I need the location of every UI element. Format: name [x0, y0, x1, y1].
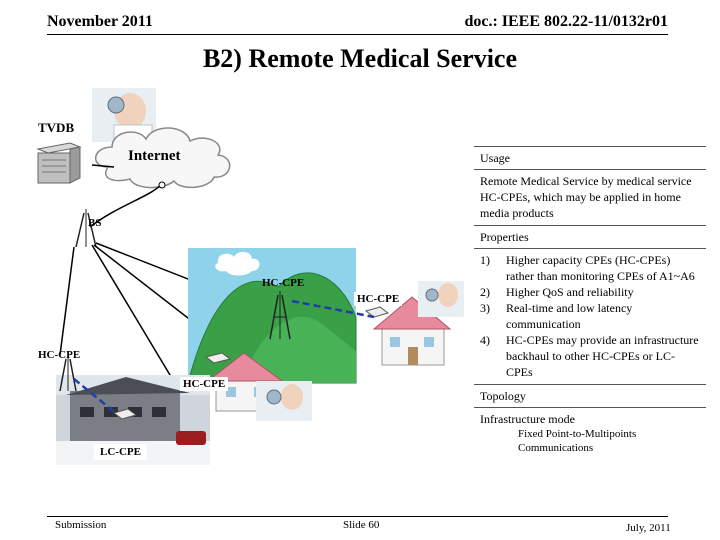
tvdb-server-icon — [36, 142, 82, 184]
header-date: November 2011 — [47, 13, 153, 30]
hc-cpe-tower-icon — [269, 291, 291, 340]
tvdb-label: TVDB — [38, 120, 75, 135]
list-item: 3)Real-time and low latency communicatio… — [480, 301, 633, 331]
properties-list: 1)Higher capacity CPEs (HC-CPEs) rather … — [474, 249, 706, 384]
doctor-photo-right — [418, 281, 464, 317]
internet-cloud-icon — [95, 127, 231, 189]
lc-cpe-label: LC-CPE — [94, 444, 147, 460]
topology-heading: Topology — [474, 384, 706, 408]
list-item: 1)Higher capacity CPEs (HC-CPEs) rather … — [480, 253, 695, 283]
info-panel: Usage Remote Medical Service by medical … — [474, 146, 706, 459]
cpe-device-lc — [112, 408, 138, 420]
hc-cpe-bottom-label: HC-CPE — [180, 377, 229, 391]
hc-cpe-left-tower-icon — [59, 355, 77, 392]
doctor-photo-middle — [256, 381, 312, 421]
usage-text: Remote Medical Service by medical servic… — [480, 174, 692, 220]
bs-tower-icon — [75, 209, 97, 248]
hc-cpe-house-label: HC-CPE — [354, 292, 403, 306]
topology-text: Infrastructure mode Fixed Point-to-Multi… — [474, 408, 706, 459]
doctor-photo-top — [92, 88, 156, 143]
properties-heading: Properties — [474, 225, 706, 249]
header-doc-id: doc.: IEEE 802.22-11/0132r01 — [464, 13, 668, 30]
footer-date: July, 2011 — [626, 522, 671, 534]
topology-mode: Infrastructure mode — [480, 412, 575, 426]
header-rule — [47, 34, 668, 35]
cpe-device-right — [364, 306, 390, 318]
hc-cpe-left-label: HC-CPE — [38, 349, 81, 361]
footer-slide-number: Slide 60 — [343, 519, 380, 531]
hc-cpe-tower-label: HC-CPE — [262, 277, 305, 289]
usage-heading: Usage — [474, 146, 706, 170]
network-diagram — [36, 88, 464, 465]
list-item: 2)Higher QoS and reliability — [480, 285, 634, 299]
page-title: B2) Remote Medical Service — [202, 44, 518, 73]
house-right-icon — [372, 296, 452, 366]
cpe-device-middle — [204, 352, 232, 364]
footer-rule — [47, 516, 668, 517]
topology-detail: Fixed Point-to-Multipoints Communication… — [518, 428, 637, 454]
bs-label: BS — [88, 217, 102, 229]
footer-submission: Submission — [55, 519, 107, 531]
list-item: 4)HC-CPEs may provide an infrastructure … — [480, 333, 699, 379]
internet-label: Internet — [128, 148, 181, 164]
